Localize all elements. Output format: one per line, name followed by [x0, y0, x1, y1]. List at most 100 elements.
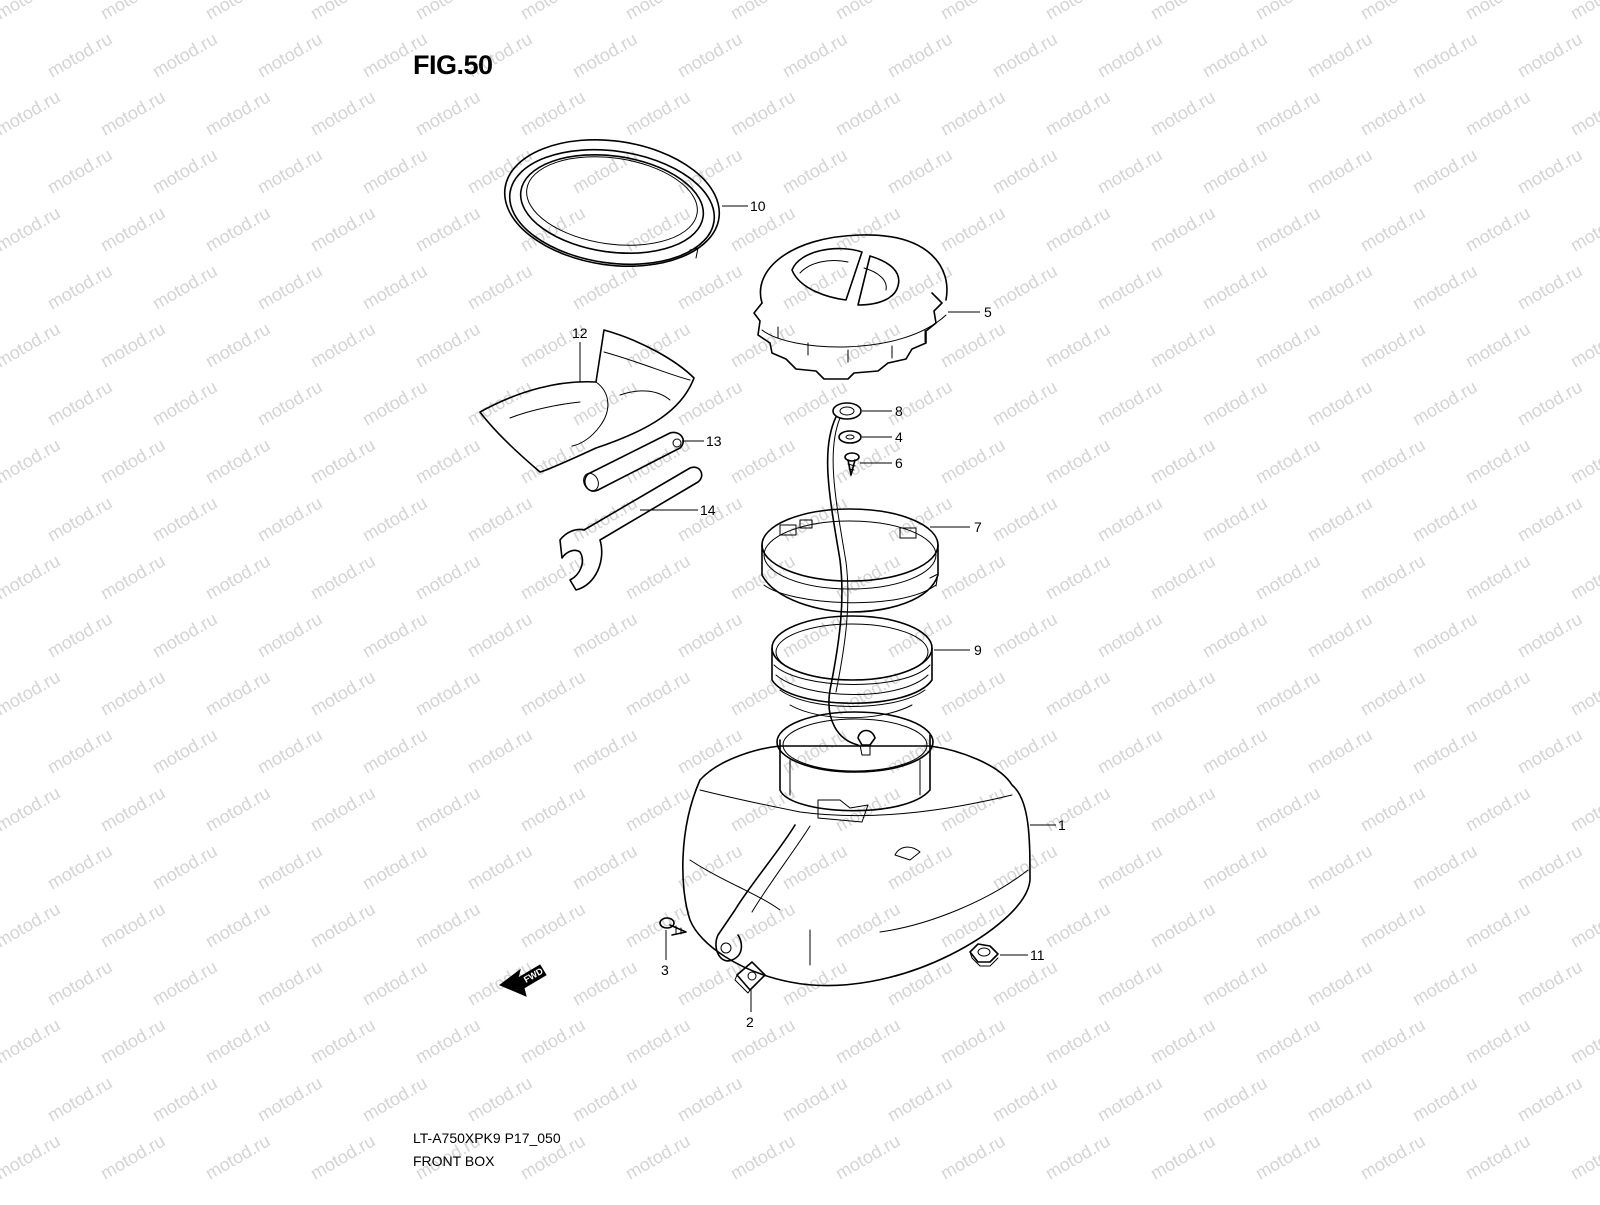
watermark-text: motod.ru: [149, 261, 221, 314]
part-1-front-box[interactable]: [682, 711, 1031, 987]
callout-2[interactable]: 2: [746, 990, 754, 1030]
watermark-text: motod.ru: [464, 1073, 536, 1126]
watermark-text: motod.ru: [359, 957, 431, 1010]
watermark-text: motod.ru: [1094, 609, 1166, 662]
watermark-text: motod.ru: [0, 899, 64, 952]
watermark-text: motod.ru: [517, 667, 589, 720]
watermark-text: motod.ru: [307, 783, 379, 836]
part-11-grommet-nut[interactable]: [969, 943, 999, 967]
watermark-text: motod.ru: [1304, 841, 1376, 894]
watermark-text: motod.ru: [307, 667, 379, 720]
watermark-text: motod.ru: [569, 261, 641, 314]
callout-7[interactable]: 7: [930, 519, 982, 535]
watermark-text: motod.ru: [884, 493, 956, 546]
watermark-text: motod.ru: [412, 435, 484, 488]
watermark-text: motod.ru: [359, 377, 431, 430]
watermark-text: motod.ru: [1094, 725, 1166, 778]
watermark-text: motod.ru: [1094, 145, 1166, 198]
part-3-screw[interactable]: [659, 917, 687, 936]
watermark-text: motod.ru: [1462, 0, 1534, 23]
watermark-text: motod.ru: [1094, 493, 1166, 546]
watermark-text: motod.ru: [97, 435, 169, 488]
watermark-text: motod.ru: [1094, 841, 1166, 894]
watermark-text: motod.ru: [202, 551, 274, 604]
part-5-box-cap[interactable]: [753, 234, 948, 380]
callout-11[interactable]: 11: [1000, 947, 1045, 963]
part-7-retainer-ring[interactable]: [761, 508, 939, 613]
watermark-text: motod.ru: [1514, 1073, 1586, 1126]
watermark-text: motod.ru: [937, 783, 1009, 836]
watermark-text: motod.ru: [1042, 783, 1114, 836]
watermark-text: motod.ru: [1357, 783, 1429, 836]
callout-5[interactable]: 5: [948, 304, 992, 320]
part-12-tool-bag[interactable]: [479, 329, 695, 473]
watermark-text: motod.ru: [989, 377, 1061, 430]
watermark-text: motod.ru: [517, 0, 589, 23]
callout-13[interactable]: 13: [682, 433, 722, 449]
watermark-text: motod.ru: [412, 203, 484, 256]
watermark-text: motod.ru: [1304, 1073, 1376, 1126]
watermark-text: motod.ru: [254, 1073, 326, 1126]
watermark-text: motod.ru: [1252, 783, 1324, 836]
watermark-text: motod.ru: [1252, 203, 1324, 256]
watermark-text: motod.ru: [1462, 435, 1534, 488]
watermark-text: motod.ru: [727, 435, 799, 488]
part-10-seal-ring[interactable]: [496, 127, 727, 280]
watermark-text: motod.ru: [989, 261, 1061, 314]
watermark-text: motod.ru: [517, 87, 589, 140]
watermark-text: motod.ru: [0, 0, 64, 23]
watermark-text: motod.ru: [674, 145, 746, 198]
part-9-threaded-collar[interactable]: [771, 615, 933, 719]
watermark-text: motod.ru: [0, 667, 64, 720]
watermark-text: motod.ru: [44, 493, 116, 546]
part-13-tool-tube[interactable]: [581, 431, 685, 493]
callout-10[interactable]: 10: [722, 198, 766, 214]
watermark-text: motod.ru: [149, 29, 221, 82]
callout-8[interactable]: 8: [862, 403, 903, 419]
watermark-text: motod.ru: [1199, 1073, 1271, 1126]
callout-1[interactable]: 1: [1030, 817, 1066, 833]
watermark-text: motod.ru: [779, 841, 851, 894]
watermark-text: motod.ru: [622, 1015, 694, 1068]
callout-4[interactable]: 4: [862, 429, 903, 445]
watermark-text: motod.ru: [832, 1131, 904, 1184]
watermark-text: motod.ru: [254, 957, 326, 1010]
part-14-spanner-wrench[interactable]: [559, 466, 703, 591]
watermark-text: motod.ru: [464, 725, 536, 778]
watermark-text: motod.ru: [0, 783, 64, 836]
watermark-text: motod.ru: [149, 1073, 221, 1126]
part-2-bracket-nut[interactable]: [734, 961, 766, 994]
watermark-text: motod.ru: [937, 0, 1009, 23]
callout-label: 5: [984, 304, 992, 320]
watermark-text: motod.ru: [412, 0, 484, 23]
watermark-text: motod.ru: [1409, 725, 1481, 778]
watermark-text: motod.ru: [1304, 261, 1376, 314]
watermark-text: motod.ru: [1252, 87, 1324, 140]
watermark-text: motod.ru: [1147, 435, 1219, 488]
callout-9[interactable]: 9: [934, 642, 982, 658]
watermark-text: motod.ru: [1042, 319, 1114, 372]
watermark-text: motod.ru: [569, 1073, 641, 1126]
callout-6[interactable]: 6: [860, 455, 903, 471]
watermark-text: motod.ru: [674, 493, 746, 546]
watermark-text: motod.ru: [989, 841, 1061, 894]
watermark-text: motod.ru: [569, 609, 641, 662]
callout-label: 2: [746, 1014, 754, 1030]
watermark-text: motod.ru: [1409, 261, 1481, 314]
watermark-text: motod.ru: [832, 87, 904, 140]
watermark-text: motod.ru: [0, 435, 64, 488]
part-8-cap-cord-ring[interactable]: [826, 402, 862, 746]
callout-3[interactable]: 3: [661, 930, 669, 978]
callout-14[interactable]: 14: [640, 502, 716, 518]
watermark-text: motod.ru: [1514, 493, 1586, 546]
watermark-text: motod.ru: [97, 899, 169, 952]
watermark-text: motod.ru: [97, 667, 169, 720]
watermark-text: motod.ru: [832, 783, 904, 836]
callout-12[interactable]: 12: [572, 325, 588, 382]
part-4-washer[interactable]: [838, 430, 862, 444]
watermark-text: motod.ru: [307, 551, 379, 604]
watermark-text: motod.ru: [1304, 377, 1376, 430]
part-6-screw[interactable]: [844, 452, 860, 476]
callout-label: 13: [706, 433, 722, 449]
watermark-text: motod.ru: [779, 29, 851, 82]
